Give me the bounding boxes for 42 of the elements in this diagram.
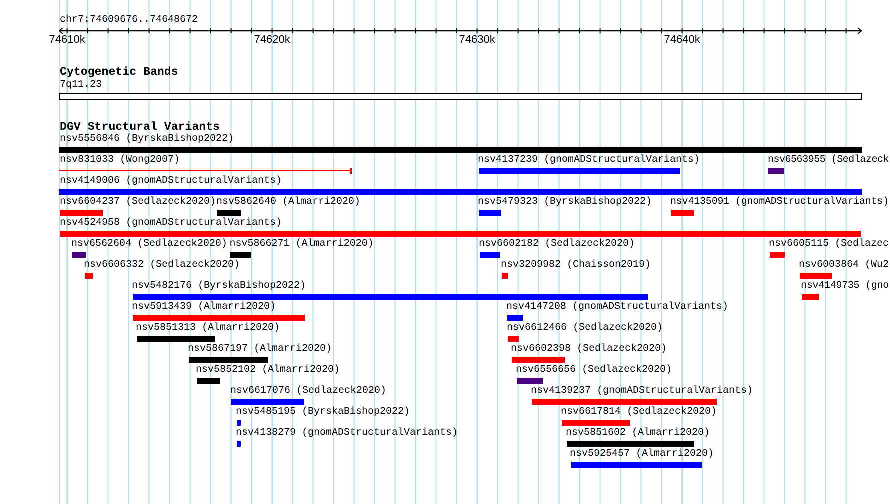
variant-label: nsv6602182 (Sedlazeck2020) bbox=[479, 239, 636, 251]
variant-label: nsv4138279 (gnomADStructuralVariants) bbox=[236, 428, 458, 440]
variant-label: nsv5851602 (Almarri2020) bbox=[566, 428, 710, 440]
variant-label: nsv5482176 (ByrskaBishop2022) bbox=[132, 281, 306, 293]
variant-label: nsv6556656 (Sedlazeck2020) bbox=[516, 365, 672, 377]
tick-label: 74610k bbox=[49, 34, 86, 46]
variant-label: nsv6612466 (Sedlazeck2020) bbox=[507, 323, 664, 335]
variant-label: nsv4149735 (gno bbox=[801, 281, 889, 293]
variant-label: nsv831033 (Wong2007) bbox=[60, 155, 180, 167]
variant-label: nsv4147208 (gnomADStructuralVariants) bbox=[506, 302, 729, 314]
variant-label: nsv6605115 (Sedlazec bbox=[769, 239, 889, 251]
variant-label: nsv6602398 (Sedlazeck2020) bbox=[511, 344, 668, 356]
variant-label: nsv4524958 (gnomADStructuralVariants) bbox=[60, 218, 282, 230]
variant-label: nsv6617076 (Sedlazeck2020) bbox=[230, 386, 387, 398]
variant-label: nsv4149006 (gnomADStructuralVariants) bbox=[60, 176, 282, 188]
variant-label: nsv5852102 (Almarri2020) bbox=[196, 365, 340, 377]
tick-label: 74630k bbox=[459, 34, 496, 46]
region-label: chr7:74609676..74648672 bbox=[60, 15, 198, 27]
variant-label: nsv6563955 (Sedlazeck bbox=[768, 155, 889, 167]
variant-label: nsv4135091 (gnomADStructuralVariants) bbox=[670, 197, 889, 209]
variant-label: nsv5866271 (Almarri2020) bbox=[230, 239, 374, 251]
variant-label: nsv5479323 (ByrskaBishop2022) bbox=[478, 197, 652, 209]
variant-label: nsv5556846 (ByrskaBishop2022) bbox=[60, 134, 234, 146]
variant-label: nsv5485195 (ByrskaBishop2022) bbox=[236, 407, 410, 419]
variant-label: nsv6606332 (Sedlazeck2020) bbox=[84, 260, 240, 272]
variant-label: nsv3209982 (Chaisson2019) bbox=[501, 260, 652, 272]
variant-label: nsv6604237 (Sedlazeck2020) bbox=[60, 197, 216, 209]
variant-label: nsv5867197 (Almarri2020) bbox=[188, 344, 332, 356]
variant-label: nsv5862640 (Almarri2020) bbox=[216, 197, 361, 209]
variant-label: nsv5851313 (Almarri2020) bbox=[136, 323, 280, 335]
tick-label: 74640k bbox=[664, 34, 700, 46]
band-label: 7q11.23 bbox=[60, 80, 102, 92]
track-title: Cytogenetic Bands bbox=[60, 66, 178, 80]
variant-label: nsv4139237 (gnomADStructuralVariants) bbox=[531, 386, 754, 398]
variant-label: nsv6003864 (Wu2 bbox=[799, 260, 889, 272]
variant-label: nsv6562604 (Sedlazeck2020) bbox=[72, 239, 228, 251]
variant-label: nsv6617814 (Sedlazeck2020) bbox=[561, 407, 718, 419]
variant-label: nsv5913439 (Almarri2020) bbox=[132, 302, 276, 314]
variant-label: nsv4137239 (gnomADStructuralVariants) bbox=[478, 155, 700, 167]
tick-label: 74620k bbox=[254, 34, 290, 46]
track-title: DGV Structural Variants bbox=[60, 121, 220, 134]
variant-label: nsv5925457 (Almarri2020) bbox=[570, 449, 714, 461]
